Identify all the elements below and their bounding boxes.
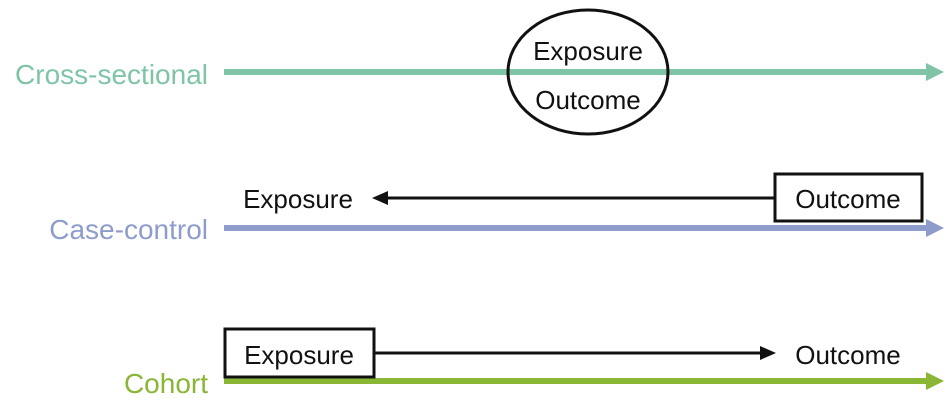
exposure-outcome-ellipse bbox=[506, 8, 670, 136]
cohort-forward-arrowhead bbox=[760, 346, 776, 360]
cohort-exposure-box bbox=[223, 327, 376, 379]
cohort-exposure-label: Exposure bbox=[244, 340, 354, 370]
timeline-arrowhead-case-control bbox=[926, 219, 944, 237]
case-control-outcome-label: Outcome bbox=[795, 184, 901, 214]
row-cohort: Cohort Exposure Outcome bbox=[124, 327, 944, 399]
row-label-cohort: Cohort bbox=[124, 368, 208, 399]
timeline-arrowhead-cross-sectional bbox=[926, 63, 944, 81]
row-cross-sectional: Cross-sectional Exposure Outcome bbox=[15, 8, 944, 136]
case-control-outcome-box bbox=[773, 172, 924, 223]
case-control-exposure-label: Exposure bbox=[243, 184, 353, 214]
timeline-arrowhead-cohort bbox=[926, 372, 944, 390]
row-label-cross-sectional: Cross-sectional bbox=[15, 59, 208, 90]
row-label-case-control: Case-control bbox=[49, 214, 208, 245]
case-control-backward-arrowhead bbox=[372, 191, 388, 205]
cohort-outcome-label: Outcome bbox=[795, 340, 901, 370]
row-case-control: Case-control Exposure Outcome bbox=[49, 172, 944, 245]
cross-sectional-outcome-label: Outcome bbox=[535, 85, 641, 115]
cross-sectional-exposure-label: Exposure bbox=[533, 36, 643, 66]
